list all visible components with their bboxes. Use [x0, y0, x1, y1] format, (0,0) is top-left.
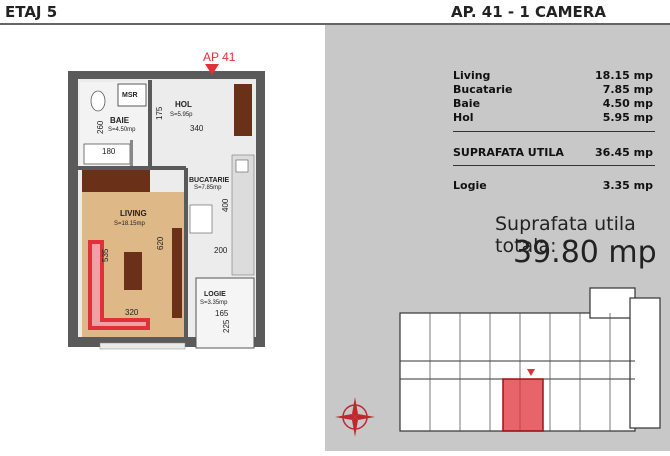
- logie-area-label: Logie: [453, 179, 487, 192]
- dim-225: 225: [222, 319, 231, 333]
- area-row-value: 7.85 mp: [602, 83, 653, 96]
- logie-label: LOGIE: [204, 291, 226, 298]
- floor-plan-panel: AP 41 MSR HOL S=5.95p BAIE S=4.50mp BUCA…: [0, 25, 325, 451]
- logie-area-value: 3.35 mp: [602, 179, 653, 192]
- header: ETAJ 5 AP. 41 - 1 CAMERA: [0, 0, 670, 24]
- bucatarie-area: S=7.85mp: [194, 185, 222, 191]
- entry-arrow-icon: [205, 64, 219, 75]
- apartment-title: AP. 41 - 1 CAMERA: [451, 3, 606, 21]
- dim-400: 400: [221, 198, 230, 212]
- partition-wall: [78, 166, 186, 170]
- kitchen-counter: [231, 154, 255, 276]
- dim-260: 260: [96, 120, 105, 134]
- msr-box: [117, 83, 147, 107]
- building-key-plan: [399, 287, 661, 432]
- apartment-floor-plan: AP 41 MSR HOL S=5.95p BAIE S=4.50mp BUCA…: [68, 50, 265, 350]
- dim-320: 320: [125, 308, 139, 317]
- dim-620: 620: [156, 236, 165, 250]
- area-row-value: 18.15 mp: [595, 69, 653, 82]
- total-area-value: 39.80 mp: [513, 235, 657, 270]
- living-top-strip: [82, 170, 150, 192]
- dim-175: 175: [155, 106, 164, 120]
- dim-535: 535: [101, 248, 110, 262]
- hol-label: HOL: [175, 100, 192, 109]
- dim-180: 180: [102, 147, 116, 156]
- highlighted-apartment: [502, 378, 544, 432]
- living-label: LIVING: [120, 209, 147, 218]
- summary-divider: [453, 131, 655, 132]
- total-area-label: Suprafata utila totala:: [495, 213, 636, 257]
- useful-area-value: 36.45 mp: [595, 146, 653, 159]
- loggia: [195, 277, 255, 349]
- logie-area: S=3.35mp: [200, 300, 228, 306]
- area-row-label: Bucatarie: [453, 83, 513, 96]
- bath-wall: [148, 80, 152, 168]
- dim-165: 165: [215, 309, 229, 318]
- stove-icon: [235, 159, 249, 173]
- area-row-label: Baie: [453, 97, 481, 110]
- entry-opening: [200, 80, 230, 86]
- area-summary-panel: Living 18.15 mp Bucatarie 7.85 mp Baie 4…: [325, 25, 670, 451]
- sofa-highlight: [88, 240, 150, 330]
- kitchen-wall: [184, 168, 188, 338]
- baie-label: BAIE: [110, 116, 130, 125]
- hol-area: S=5.95p: [170, 112, 193, 118]
- coffee-table: [124, 252, 142, 290]
- kitchen-table: [189, 204, 213, 234]
- dim-200: 200: [214, 246, 228, 255]
- living-area: S=18.15mp: [114, 221, 146, 227]
- header-rule: [0, 23, 670, 25]
- toilet-icon: [90, 90, 106, 112]
- compass-rose-icon: [335, 397, 375, 437]
- floor-title: ETAJ 5: [5, 3, 58, 21]
- area-row-value: 5.95 mp: [602, 111, 653, 124]
- bath-door: [130, 140, 133, 166]
- dim-340: 340: [190, 124, 204, 133]
- bucatarie-label: BUCATARIE: [189, 177, 230, 184]
- summary-divider: [453, 165, 655, 166]
- apartment-marker: AP 41: [203, 50, 236, 64]
- area-row-label: Hol: [453, 111, 474, 124]
- useful-area-label: SUPRAFATA UTILA: [453, 146, 564, 159]
- sofa-inner: [92, 244, 146, 326]
- area-row-value: 4.50 mp: [602, 97, 653, 110]
- baie-area: S=4.50mp: [108, 127, 136, 133]
- living-cabinet: [172, 228, 182, 318]
- window-strip: [99, 342, 186, 350]
- msr-label: MSR: [122, 92, 138, 99]
- wardrobe: [234, 84, 252, 136]
- area-row-label: Living: [453, 69, 491, 82]
